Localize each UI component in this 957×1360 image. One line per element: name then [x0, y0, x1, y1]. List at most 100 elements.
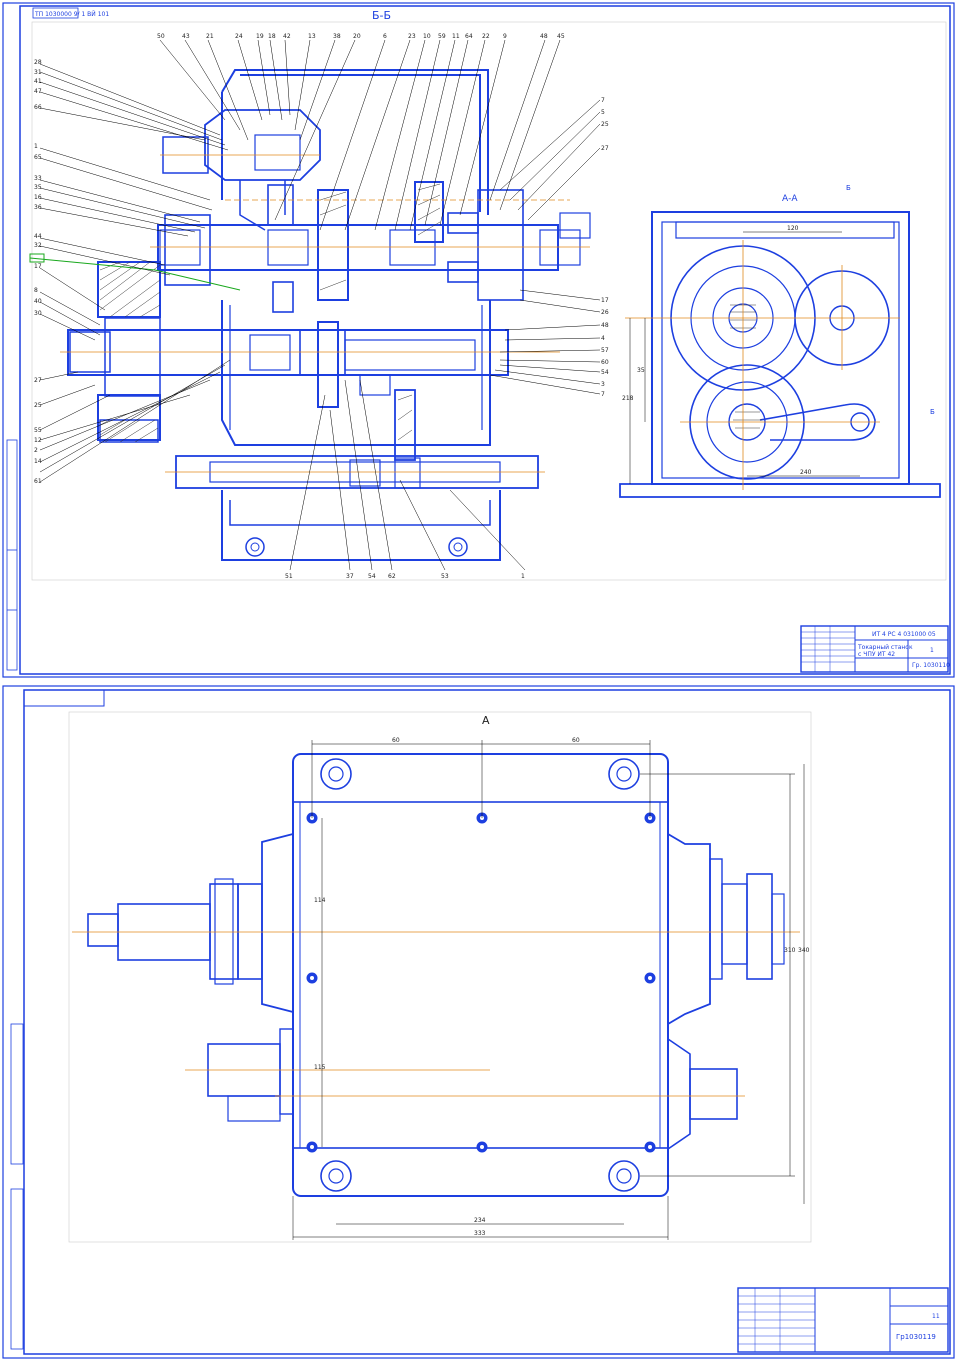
svg-text:65: 65 — [34, 154, 42, 161]
svg-text:4: 4 — [601, 335, 605, 342]
svg-text:10: 10 — [423, 33, 431, 40]
title-block-2 — [737, 1287, 949, 1353]
svg-text:35: 35 — [34, 184, 42, 191]
svg-text:26: 26 — [601, 309, 609, 316]
svg-text:21: 21 — [206, 33, 214, 40]
svg-text:1: 1 — [34, 143, 38, 150]
title-line2: с ЧПУ ИТ 42 — [858, 651, 895, 658]
svg-text:13: 13 — [308, 33, 316, 40]
svg-text:47: 47 — [34, 88, 42, 95]
bolt-holes — [306, 812, 656, 1153]
title-sheet-2: 11 — [932, 1313, 940, 1320]
section-hatching — [99, 183, 441, 443]
svg-text:41: 41 — [34, 78, 42, 85]
title-doc-code-1: ИТ 4 РС 4 031000 05 — [872, 631, 936, 638]
green-marker — [29, 253, 45, 263]
svg-text:55: 55 — [34, 427, 42, 434]
part-numbers-right: 7 5 25 27 17 26 48 4 57 60 54 3 7 — [601, 97, 609, 398]
dim-aa-0: 120 — [787, 225, 799, 232]
marker-b-right: Б — [930, 408, 935, 416]
svg-text:30: 30 — [34, 310, 42, 317]
svg-text:14: 14 — [34, 458, 42, 465]
dim-aa-2: 35 — [637, 367, 645, 374]
svg-text:51: 51 — [285, 573, 293, 580]
gearbox-section-bb — [67, 69, 591, 561]
svg-text:24: 24 — [235, 33, 243, 40]
svg-text:33: 33 — [34, 175, 42, 182]
title-line1: Токарный станок — [857, 644, 913, 651]
sheet-1-drawing: ТП 1030000 9/ 1 ВЙ 101 Б-Б — [2, 2, 955, 678]
svg-text:32: 32 — [34, 242, 42, 249]
svg-text:64: 64 — [465, 33, 473, 40]
svg-text:9: 9 — [503, 33, 507, 40]
svg-text:60: 60 — [601, 359, 609, 366]
svg-text:7: 7 — [601, 391, 605, 398]
svg-text:6: 6 — [383, 33, 387, 40]
svg-text:19: 19 — [256, 33, 264, 40]
svg-text:43: 43 — [182, 33, 190, 40]
svg-text:61: 61 — [34, 478, 42, 485]
svg-text:27: 27 — [34, 377, 42, 384]
leader-lines — [39, 39, 601, 571]
gearbox-section-aa — [619, 211, 941, 498]
svg-text:62: 62 — [388, 573, 396, 580]
svg-text:27: 27 — [601, 145, 609, 152]
dim-plan-6: 310 — [784, 947, 796, 954]
svg-text:54: 54 — [368, 573, 376, 580]
dim-plan-0: 60 — [392, 737, 400, 744]
svg-text:1: 1 — [521, 573, 525, 580]
svg-text:53: 53 — [441, 573, 449, 580]
dim-aa-1: 218 — [622, 395, 634, 402]
svg-text:20: 20 — [353, 33, 361, 40]
aa-dimensions — [629, 231, 860, 484]
svg-text:36: 36 — [34, 204, 42, 211]
svg-text:12: 12 — [34, 437, 42, 444]
svg-text:40: 40 — [34, 298, 42, 305]
title-sheet-1: 1 — [930, 647, 934, 654]
plan-center-lines — [72, 931, 800, 1097]
bolt-hole-centers — [310, 816, 652, 1149]
dim-aa-3: 240 — [800, 469, 812, 476]
dim-plan-2: 114 — [314, 897, 326, 904]
svg-text:11: 11 — [452, 33, 460, 40]
svg-text:25: 25 — [601, 121, 609, 128]
dim-plan-3: 115 — [314, 1064, 326, 1071]
title-org-1: Гр. 1030110 — [912, 662, 950, 669]
svg-text:3: 3 — [601, 381, 605, 388]
svg-text:59: 59 — [438, 33, 446, 40]
svg-text:7: 7 — [601, 97, 605, 104]
title-doc-code-2: Гр1030119 — [896, 1333, 936, 1341]
plan-dimensions — [292, 740, 805, 1240]
svg-text:48: 48 — [540, 33, 548, 40]
marker-b-top: Б — [846, 184, 851, 192]
drawing-sheet-2: А — [0, 684, 957, 1360]
svg-text:54: 54 — [601, 369, 609, 376]
svg-text:45: 45 — [557, 33, 565, 40]
section-label-bb: Б-Б — [372, 9, 391, 22]
title-block-1 — [800, 625, 949, 673]
svg-text:48: 48 — [601, 322, 609, 329]
gearbox-plan-view — [87, 753, 785, 1197]
svg-text:23: 23 — [408, 33, 416, 40]
stamp-top-left: ТП 1030000 9/ 1 ВЙ 101 — [34, 11, 109, 18]
dim-plan-4: 234 — [474, 1217, 486, 1224]
svg-text:42: 42 — [283, 33, 291, 40]
sheet-2-drawing: А — [2, 685, 955, 1359]
part-numbers-top: 50 43 21 24 19 18 42 13 38 20 6 23 10 59… — [157, 33, 565, 40]
dim-plan-7: 340 — [798, 947, 810, 954]
svg-text:50: 50 — [157, 33, 165, 40]
part-numbers-left: 28 31 41 47 66 1 65 33 35 16 36 44 32 17… — [34, 59, 42, 485]
section-label-aa: А-А — [782, 194, 798, 204]
svg-text:66: 66 — [34, 104, 42, 111]
dim-plan-5: 333 — [474, 1230, 486, 1237]
svg-text:57: 57 — [601, 347, 609, 354]
svg-text:2: 2 — [34, 447, 38, 454]
svg-text:22: 22 — [482, 33, 490, 40]
svg-text:8: 8 — [34, 287, 38, 294]
center-lines — [60, 154, 590, 473]
svg-text:31: 31 — [34, 69, 42, 76]
svg-text:16: 16 — [34, 194, 42, 201]
svg-text:28: 28 — [34, 59, 42, 66]
svg-text:44: 44 — [34, 233, 42, 240]
svg-text:17: 17 — [601, 297, 609, 304]
